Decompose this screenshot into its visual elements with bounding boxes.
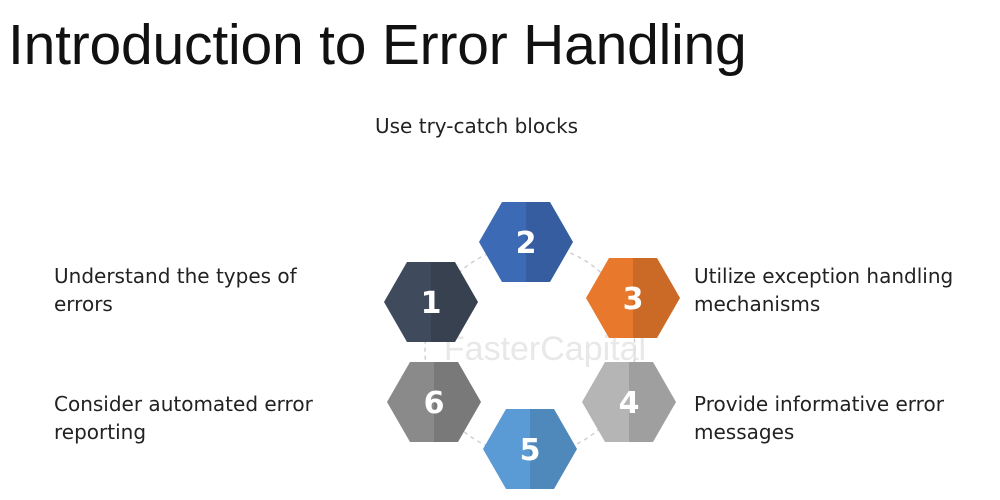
- step-2-number: 2: [516, 226, 537, 261]
- step-1-label: Understand the types of errors: [54, 264, 297, 316]
- step-6-number: 6: [424, 386, 445, 421]
- step-3-label: Utilize exception handling mechanisms: [694, 264, 954, 316]
- step-5-number: 5: [520, 433, 541, 468]
- slide-title: Introduction to Error Handling: [8, 13, 747, 77]
- step-1-number: 1: [421, 286, 442, 321]
- hexagon-step-5: 5: [483, 409, 577, 489]
- step-4-number: 4: [619, 386, 640, 421]
- hexagon-step-3: 3: [586, 258, 680, 338]
- step-4-label: Provide informative error messages: [694, 392, 944, 444]
- hexagon-step-4: 4: [582, 362, 676, 442]
- hexagon-step-1: 1: [384, 262, 478, 342]
- hexagon-step-2: 2: [479, 202, 573, 282]
- step-2-label: Use try-catch blocks: [375, 114, 579, 138]
- cycle-ring: [424, 244, 636, 456]
- step-3-number: 3: [623, 282, 644, 317]
- step-6-label: Consider automated error reporting: [54, 392, 313, 444]
- hexagon-step-6: 6: [387, 362, 481, 442]
